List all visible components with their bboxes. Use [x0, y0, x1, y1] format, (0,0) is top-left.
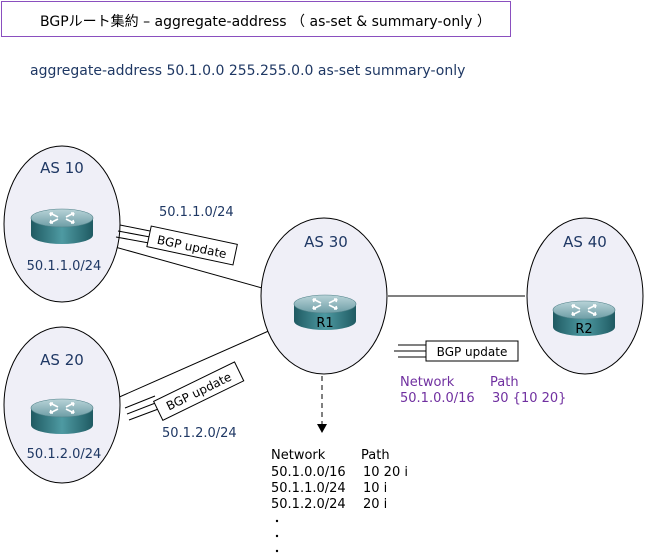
update-as40-lines [394, 344, 426, 358]
update-as10-lines [115, 224, 151, 244]
update-as20-box [152, 361, 245, 421]
as20-network: 50.1.2.0/24 [27, 447, 102, 462]
r1-table-col-path: Path [361, 448, 390, 463]
as30-label: AS 30 [304, 233, 348, 251]
update-as40-col-path: Path [490, 375, 519, 390]
r1-table-row-network: 50.1.0.0/16 [271, 465, 346, 480]
config-command: aggregate-address 50.1.0.0 255.255.0.0 a… [30, 63, 466, 79]
as10-label: AS 10 [40, 159, 84, 177]
update-as40-path: 30 {10 20} [492, 391, 566, 406]
as10-router-icon[interactable] [30, 208, 94, 245]
r1-table-col-network: Network [271, 448, 326, 463]
as40-label: AS 40 [563, 233, 607, 251]
update-as40-label: BGP update [437, 345, 508, 359]
r1-table-row-path: 20 i [363, 497, 387, 512]
r1-table-row-path: 10 i [363, 481, 387, 496]
r2-label: R2 [575, 322, 592, 337]
update-as10-prefix: 50.1.1.0/24 [159, 205, 234, 220]
as20-label: AS 20 [40, 351, 84, 369]
update-as40-network: 50.1.0.0/16 [400, 391, 475, 406]
as20-router-icon[interactable] [30, 398, 94, 435]
r1-table-row-network: 50.1.2.0/24 [271, 497, 346, 512]
update-as20-lines [124, 395, 162, 421]
update-as10-box [146, 225, 238, 266]
as10-network: 50.1.1.0/24 [27, 259, 102, 274]
update-as40-col-network: Network [400, 375, 455, 390]
link-as20-r1 [89, 317, 299, 411]
update-as20-prefix: 50.1.2.0/24 [162, 426, 237, 441]
r1-table-row-path: 10 20 i [363, 465, 408, 480]
as40-bubble [526, 217, 644, 375]
r1-table-ellipsis [275, 519, 279, 553]
page-title: BGPルート集約 – aggregate-address （ as-set & … [40, 14, 491, 30]
title-box: BGPルート集約 – aggregate-address （ as-set & … [1, 1, 511, 37]
arrow-head [317, 424, 327, 433]
update-as40-box [425, 340, 519, 362]
r1-table-row-network: 50.1.1.0/24 [271, 481, 346, 496]
r1-label: R1 [316, 316, 333, 331]
